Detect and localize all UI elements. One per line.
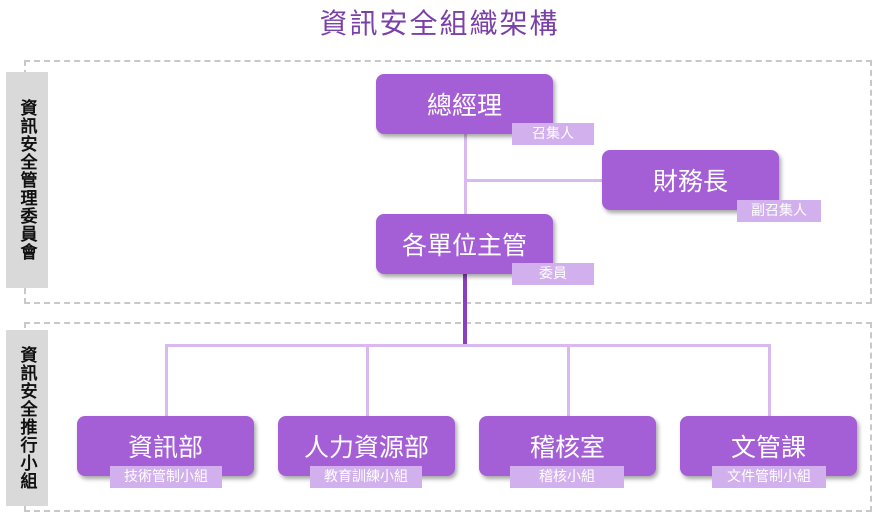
role-tag-doc-control: 文件管制小組 — [712, 466, 826, 488]
node-name: 資訊部 — [127, 433, 203, 462]
node-name: 財務長 — [652, 167, 728, 196]
node-name: 文管課 — [730, 433, 806, 462]
role-tag-member: 委員 — [512, 263, 594, 285]
role-tag-convener: 召集人 — [512, 123, 594, 145]
node-name: 人力資源部 — [303, 433, 429, 462]
connector-gm-heads — [464, 134, 467, 216]
connector-it — [165, 344, 168, 418]
committee-label: 資訊安全管理委員會 — [6, 72, 48, 288]
role-tag-tech-control: 技術管制小組 — [110, 466, 222, 488]
connector-audit — [567, 344, 570, 418]
connector-team-horizontal — [165, 344, 771, 347]
connector-heads-team — [463, 274, 467, 346]
node-name: 稽核室 — [529, 433, 605, 462]
role-tag-vice-convener: 副召集人 — [737, 200, 821, 222]
node-name: 總經理 — [426, 91, 502, 120]
page-title: 資訊安全組織架構 — [319, 7, 560, 40]
team-label: 資訊安全推行小組 — [6, 330, 48, 506]
node-name: 各單位主管 — [401, 231, 527, 260]
node-it-dept: 資訊部 — [77, 416, 254, 476]
role-tag-audit: 稽核小組 — [510, 466, 624, 488]
role-tag-training: 教育訓練小組 — [310, 466, 422, 488]
connector-cfo — [464, 179, 604, 182]
connector-hr — [366, 344, 369, 418]
connector-docs — [768, 344, 771, 418]
